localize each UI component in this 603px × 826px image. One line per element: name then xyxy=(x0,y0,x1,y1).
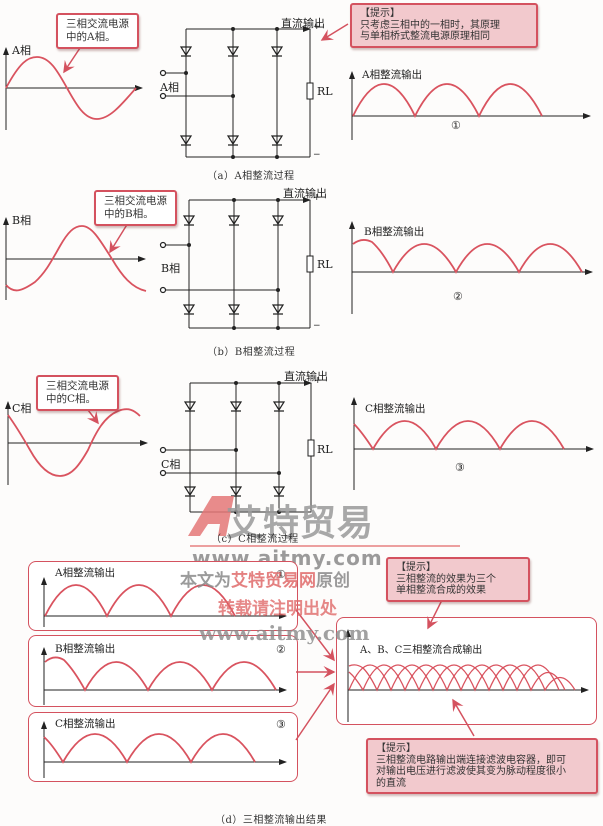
tip-line: 三相整流电路输出端连接滤波电容器，即可 xyxy=(376,754,566,766)
phase-a-sine-chart xyxy=(3,47,143,130)
watermark-url-2: www.aitmy.com xyxy=(199,621,370,645)
panel-a-output xyxy=(28,561,298,631)
combined-wave-chart xyxy=(345,629,589,722)
callout-line: 三相交流电源 xyxy=(46,380,109,392)
minus-terminal-b: − xyxy=(313,321,321,331)
input-label-a: A相 xyxy=(160,81,179,94)
phase-a-axis-label: A相 xyxy=(12,44,31,57)
marker-2: ② xyxy=(453,290,463,303)
panel-c-wave xyxy=(41,721,287,778)
tip-box-combined: 【提示】 三相整流的效果为三个 单相整流合成的效果 xyxy=(386,557,530,602)
tip-line: 单相整流合成的效果 xyxy=(396,585,486,596)
panel-b-label: B相整流输出 xyxy=(55,643,116,655)
phase-b-sine-chart xyxy=(3,217,147,300)
phase-c-sine-chart xyxy=(5,401,148,485)
load-resistor-label-a: RL xyxy=(317,85,333,98)
callout-line: 中的B相。 xyxy=(104,208,154,220)
dc-output-label-c: 直流输出 xyxy=(284,370,328,383)
phase-b-axis-label: B相 xyxy=(12,214,32,227)
minus-terminal-a: − xyxy=(313,150,321,160)
phase-c-callout: 三相交流电源 中的C相。 xyxy=(36,375,119,411)
watermark-logo-text: 艾特贸易 xyxy=(226,503,375,544)
tip-box-filter: 【提示】 三相整流电路输出端连接滤波电容器，即可 对输出电压进行滤波使其变为脉动… xyxy=(366,738,598,794)
panel-b-marker: ② xyxy=(276,643,286,656)
dc-output-label-b: 直流输出 xyxy=(283,187,327,200)
phase-a-callout: 三相交流电源 中的A相。 xyxy=(56,13,139,49)
watermark-line-1: 本文为艾特贸易网原创 xyxy=(180,566,350,591)
tip-line: 三相整流的效果为三个 xyxy=(396,573,496,585)
plus-terminal-c: + xyxy=(314,376,322,386)
phase-a-output-label: A相整流输出 xyxy=(362,69,423,81)
callout-line: 中的A相。 xyxy=(66,31,116,43)
panel-c-marker: ③ xyxy=(276,718,286,731)
caption-a: （a）A相整流过程 xyxy=(207,171,295,182)
panel-a-wave xyxy=(41,577,287,627)
marker-3: ③ xyxy=(455,461,465,474)
callout-line: 三相交流电源 xyxy=(104,195,167,207)
plus-terminal-a: + xyxy=(313,22,321,32)
tip-line: 与单相桥式整流电源原理相同 xyxy=(360,31,490,42)
tip-line: 只考虑三相中的一相时，其原理 xyxy=(360,19,500,31)
load-resistor-label-c: RL xyxy=(317,443,333,456)
panel-a-label: A相整流输出 xyxy=(55,567,116,579)
tip-line: 对输出电压进行滤波使其变为脉动程度很小 xyxy=(376,766,566,777)
caption-c: （c）C相整流过程 xyxy=(211,534,299,545)
input-label-c: C相 xyxy=(161,458,181,471)
dc-output-label-a: 直流输出 xyxy=(281,17,325,30)
combined-output-label: A、B、C三相整流合成输出 xyxy=(360,645,483,656)
panel-b-wave xyxy=(41,647,287,705)
caption-b: （b）B相整流过程 xyxy=(207,347,296,358)
tip-title: 【提示】 xyxy=(376,743,416,754)
load-resistor-label-b: RL xyxy=(317,258,333,271)
phase-a-rectified-chart xyxy=(349,71,591,140)
watermark-underline xyxy=(190,545,460,547)
callout-line: 三相交流电源 xyxy=(66,18,129,30)
phase-c-rectified-chart xyxy=(351,397,594,490)
marker-1: ① xyxy=(451,119,461,132)
tip-title: 【提示】 xyxy=(396,562,436,573)
phase-b-output-label: B相整流输出 xyxy=(364,226,425,238)
watermark-line-2: 转载请注明出处 xyxy=(218,599,337,619)
input-label-b: B相 xyxy=(161,262,181,275)
watermark-text: 本文为 xyxy=(180,571,231,591)
tip-title: 【提示】 xyxy=(360,8,400,19)
panel-c-label: C相整流输出 xyxy=(55,718,116,730)
plus-terminal-b: + xyxy=(313,193,321,203)
tip-box-a: 【提示】 只考虑三相中的一相时，其原理 与单相桥式整流电源原理相同 xyxy=(350,3,538,48)
phase-b-callout: 三相交流电源 中的B相。 xyxy=(94,190,177,226)
phase-c-output-label: C相整流输出 xyxy=(365,403,426,415)
callout-line: 中的C相。 xyxy=(46,393,97,405)
phase-b-rectified-chart xyxy=(349,221,593,314)
watermark-text: 原创 xyxy=(316,571,350,591)
panel-a-marker: ① xyxy=(276,568,286,581)
phase-c-axis-label: C相 xyxy=(12,402,32,415)
tip-line: 的直流 xyxy=(376,777,406,789)
watermark-text: 艾特贸易网 xyxy=(231,571,316,591)
caption-d: （d）三相整流输出结果 xyxy=(215,815,327,826)
